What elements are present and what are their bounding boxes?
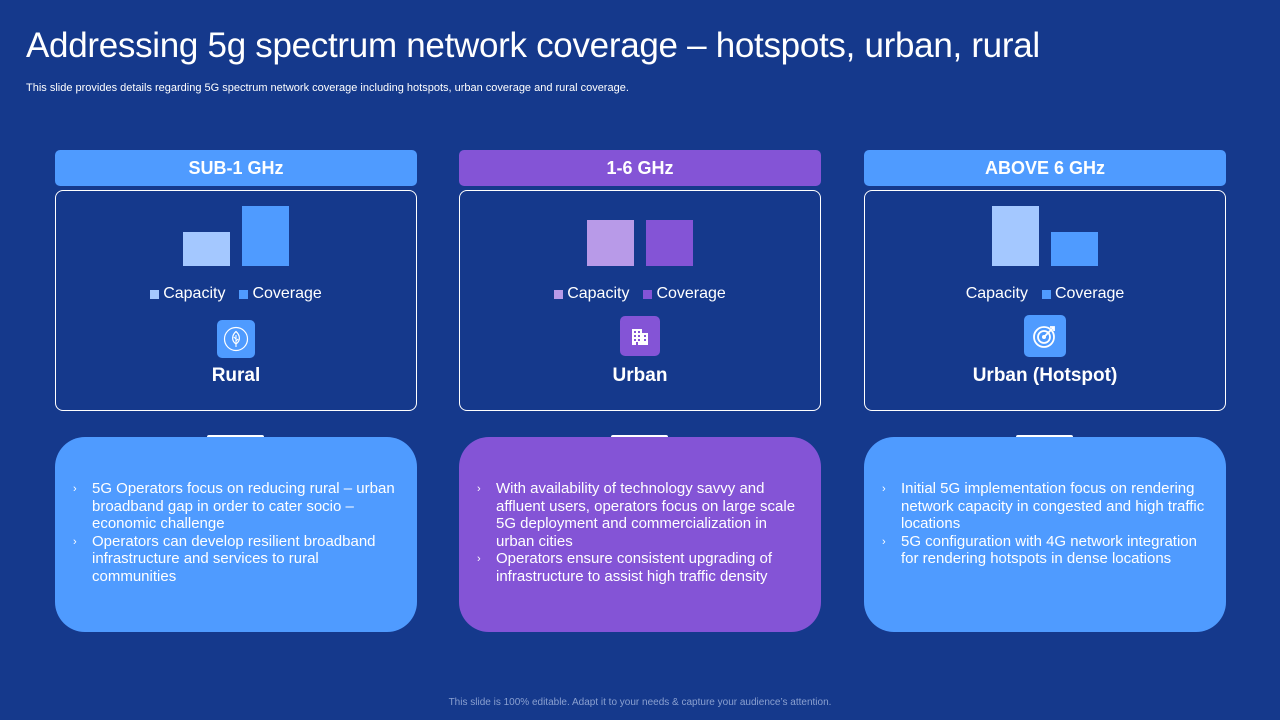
bullet-list: › Initial 5G implementation focus on rend… [882,480,1212,568]
legend-item-coverage: Coverage [643,285,726,303]
bar-chart [183,206,289,266]
chevron-right-icon: › [882,483,886,495]
legend-item-coverage: Coverage [1041,285,1125,303]
legend-item-capacity: Capacity [554,285,629,303]
bar-capacity [992,206,1039,266]
coverage-type-label: Urban (Hotspot) [972,365,1118,386]
band-header: SUB-1 GHz [55,150,417,186]
list-item: › With availability of technology savvy a… [477,480,807,550]
slide-title: Addressing 5g spectrum network coverage … [26,26,1040,65]
legend-label: Capacity [965,285,1028,302]
column-1-6ghz: 1-6 GHz Capacity Coverage [459,150,821,632]
bar-capacity [587,220,634,266]
band-header: ABOVE 6 GHz [864,150,1226,186]
slide-footer: This slide is 100% editable. Adapt it to… [448,697,832,708]
bullet-text: 5G configuration with 4G network integra… [901,532,1197,568]
bullet-text: With availability of technology savvy an… [496,480,796,550]
legend-swatch [150,289,160,299]
legend-label: Capacity [567,285,630,302]
building-icon [620,316,660,356]
coverage-type-label: Rural [211,365,261,386]
list-item: › Operators can develop resilient broadba… [73,533,403,586]
description-panel: › Initial 5G implementation focus on rend… [864,437,1226,632]
coverage-type-label: Urban [612,365,668,386]
bullet-list: › With availability of technology savvy a… [477,480,807,585]
band-label: 1-6 GHz [606,157,674,178]
chevron-right-icon: › [882,535,886,548]
band-header: 1-6 GHz [459,150,821,186]
legend-swatch [1041,289,1051,299]
legend-swatch [554,289,564,299]
bar-chart [992,206,1098,266]
bar-coverage [242,206,289,266]
column-sub1ghz: SUB-1 GHz Capacity Coverage Rural › 5G Op… [55,150,417,632]
legend-item-coverage: Coverage [239,285,322,303]
chevron-right-icon: › [73,535,77,548]
spectrum-card: Capacity Coverage Rural [55,190,417,411]
bullet-text: Operators ensure consistent upgrading of… [496,550,772,585]
bar-coverage [646,220,693,266]
slide-subtitle: This slide provides details regarding 5G… [26,82,629,94]
list-item: › Initial 5G implementation focus on rend… [882,480,1212,533]
leaf-icon [217,320,255,358]
chevron-right-icon: › [73,483,77,495]
bar-coverage [1051,232,1098,266]
list-item: › Operators ensure consistent upgrading o… [477,550,807,585]
chart-legend: Capacity Coverage [460,285,820,303]
bullet-text: Operators can develop resilient broadban… [92,532,376,585]
column-above6ghz: ABOVE 6 GHz Capacity Coverage Urban (Hot… [864,150,1226,632]
bullet-text: Initial 5G implementation focus on rende… [901,480,1205,532]
bullet-text: 5G Operators focus on reducing rural – u… [92,480,395,532]
bar-chart [587,220,693,266]
legend-label: Coverage [656,285,726,302]
list-item: › 5G configuration with 4G network integr… [882,533,1212,568]
target-icon [1024,315,1066,357]
chart-legend: Capacity Coverage [865,285,1225,303]
description-panel: › 5G Operators focus on reducing rural – … [55,437,417,632]
spectrum-card: Capacity Coverage Urban (Hotspot) [864,190,1226,411]
band-label: ABOVE 6 GHz [984,157,1106,178]
chevron-right-icon: › [477,553,481,565]
legend-item-capacity: Capacity [966,285,1028,303]
spectrum-card: Capacity Coverage Urban [459,190,821,411]
bullet-list: › 5G Operators focus on reducing rural – … [73,480,403,585]
bar-capacity [183,232,230,266]
legend-swatch [239,289,249,299]
legend-label: Coverage [1054,285,1125,302]
description-panel: › With availability of technology savvy a… [459,437,821,632]
list-item: › 5G Operators focus on reducing rural – … [73,480,403,533]
legend-item-capacity: Capacity [150,285,225,303]
band-label: SUB-1 GHz [188,157,284,178]
legend-swatch [643,289,653,299]
chevron-right-icon: › [477,483,481,495]
legend-label: Coverage [252,285,322,302]
chart-legend: Capacity Coverage [56,285,416,303]
legend-label: Capacity [163,285,226,302]
